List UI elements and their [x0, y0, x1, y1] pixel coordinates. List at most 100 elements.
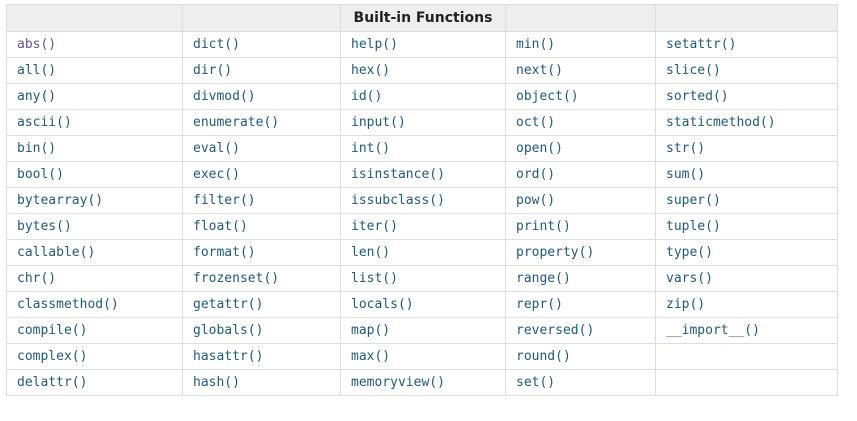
table-cell: hash() — [182, 369, 341, 396]
function-link-filter[interactable]: filter() — [193, 193, 256, 208]
function-link-sorted[interactable]: sorted() — [666, 89, 729, 104]
function-link-map[interactable]: map() — [351, 323, 391, 338]
function-link-frozenset[interactable]: frozenset() — [193, 271, 280, 286]
function-link-locals[interactable]: locals() — [351, 297, 414, 312]
function-link-bin[interactable]: bin() — [17, 141, 57, 156]
table-cell: any() — [6, 83, 183, 110]
function-link-zip[interactable]: zip() — [666, 297, 706, 312]
function-link-eval[interactable]: eval() — [193, 141, 240, 156]
function-link-int[interactable]: int() — [351, 141, 391, 156]
function-link-vars[interactable]: vars() — [666, 271, 713, 286]
function-link-dir[interactable]: dir() — [193, 63, 233, 78]
table-title: Built-in Functions — [340, 4, 506, 32]
function-link-all[interactable]: all() — [17, 63, 57, 78]
table-cell: filter() — [182, 187, 341, 214]
function-link-object[interactable]: object() — [516, 89, 579, 104]
table-cell: abs() — [6, 31, 183, 58]
function-link-hex[interactable]: hex() — [351, 63, 391, 78]
header-cell-5 — [655, 4, 838, 32]
function-link-print[interactable]: print() — [516, 219, 571, 234]
function-link-super[interactable]: super() — [666, 193, 721, 208]
function-link-min[interactable]: min() — [516, 37, 556, 52]
function-link-pow[interactable]: pow() — [516, 193, 556, 208]
function-link-delattr[interactable]: delattr() — [17, 375, 88, 390]
table-cell: callable() — [6, 239, 183, 266]
function-link-type[interactable]: type() — [666, 245, 713, 260]
table-cell: frozenset() — [182, 265, 341, 292]
table-cell: list() — [340, 265, 506, 292]
table-row: delattr() hash() memoryview() set() — [6, 369, 838, 396]
function-link-complex[interactable]: complex() — [17, 349, 88, 364]
table-cell: sorted() — [655, 83, 838, 110]
function-link-next[interactable]: next() — [516, 63, 563, 78]
function-link-repr[interactable]: repr() — [516, 297, 563, 312]
function-link-ord[interactable]: ord() — [516, 167, 556, 182]
function-link-hasattr[interactable]: hasattr() — [193, 349, 264, 364]
function-link-isinstance[interactable]: isinstance() — [351, 167, 445, 182]
function-link-globals[interactable]: globals() — [193, 323, 264, 338]
function-link-enumerate[interactable]: enumerate() — [193, 115, 280, 130]
function-link-divmod[interactable]: divmod() — [193, 89, 256, 104]
table-row: bin() eval() int() open() str() — [6, 135, 838, 162]
table-cell: str() — [655, 135, 838, 162]
function-link-compile[interactable]: compile() — [17, 323, 88, 338]
empty-cell — [655, 343, 838, 370]
function-link-bool[interactable]: bool() — [17, 167, 64, 182]
table-cell: sum() — [655, 161, 838, 188]
function-link-oct[interactable]: oct() — [516, 115, 556, 130]
function-link-chr[interactable]: chr() — [17, 271, 57, 286]
function-link-iter[interactable]: iter() — [351, 219, 398, 234]
function-link-import[interactable]: __import__() — [666, 323, 760, 338]
table-cell: getattr() — [182, 291, 341, 318]
function-link-len[interactable]: len() — [351, 245, 391, 260]
function-link-issubclass[interactable]: issubclass() — [351, 193, 445, 208]
table-row: ascii() enumerate() input() oct() staticmeth… — [6, 109, 838, 136]
function-link-set[interactable]: set() — [516, 375, 556, 390]
function-link-memoryview[interactable]: memoryview() — [351, 375, 445, 390]
table-cell: globals() — [182, 317, 341, 344]
function-link-float[interactable]: float() — [193, 219, 248, 234]
table-cell: isinstance() — [340, 161, 506, 188]
function-link-format[interactable]: format() — [193, 245, 256, 260]
function-link-getattr[interactable]: getattr() — [193, 297, 264, 312]
function-link-round[interactable]: round() — [516, 349, 571, 364]
function-link-open[interactable]: open() — [516, 141, 563, 156]
function-link-ascii[interactable]: ascii() — [17, 115, 72, 130]
function-link-exec[interactable]: exec() — [193, 167, 240, 182]
table-cell: type() — [655, 239, 838, 266]
table-cell: help() — [340, 31, 506, 58]
empty-cell — [655, 369, 838, 396]
function-link-help[interactable]: help() — [351, 37, 398, 52]
table-cell: open() — [505, 135, 656, 162]
function-link-callable[interactable]: callable() — [17, 245, 96, 260]
function-link-property[interactable]: property() — [516, 245, 595, 260]
function-link-setattr[interactable]: setattr() — [666, 37, 737, 52]
table-cell: iter() — [340, 213, 506, 240]
function-link-abs[interactable]: abs() — [17, 37, 57, 52]
table-cell: reversed() — [505, 317, 656, 344]
function-link-reversed[interactable]: reversed() — [516, 323, 595, 338]
function-link-any[interactable]: any() — [17, 89, 57, 104]
table-cell: ord() — [505, 161, 656, 188]
function-link-staticmethod[interactable]: staticmethod() — [666, 115, 776, 130]
table-cell: max() — [340, 343, 506, 370]
function-link-str[interactable]: str() — [666, 141, 706, 156]
function-link-dict[interactable]: dict() — [193, 37, 240, 52]
table-cell: map() — [340, 317, 506, 344]
function-link-bytearray[interactable]: bytearray() — [17, 193, 104, 208]
function-link-list[interactable]: list() — [351, 271, 398, 286]
function-link-sum[interactable]: sum() — [666, 167, 706, 182]
function-link-classmethod[interactable]: classmethod() — [17, 297, 119, 312]
function-link-range[interactable]: range() — [516, 271, 571, 286]
function-link-max[interactable]: max() — [351, 349, 391, 364]
function-link-bytes[interactable]: bytes() — [17, 219, 72, 234]
function-link-id[interactable]: id() — [351, 89, 383, 104]
table-cell: int() — [340, 135, 506, 162]
table-row: compile() globals() map() reversed() __impor… — [6, 317, 838, 344]
function-link-input[interactable]: input() — [351, 115, 406, 130]
table-cell: id() — [340, 83, 506, 110]
function-link-hash[interactable]: hash() — [193, 375, 240, 390]
function-link-slice[interactable]: slice() — [666, 63, 721, 78]
function-link-tuple[interactable]: tuple() — [666, 219, 721, 234]
table-cell: chr() — [6, 265, 183, 292]
